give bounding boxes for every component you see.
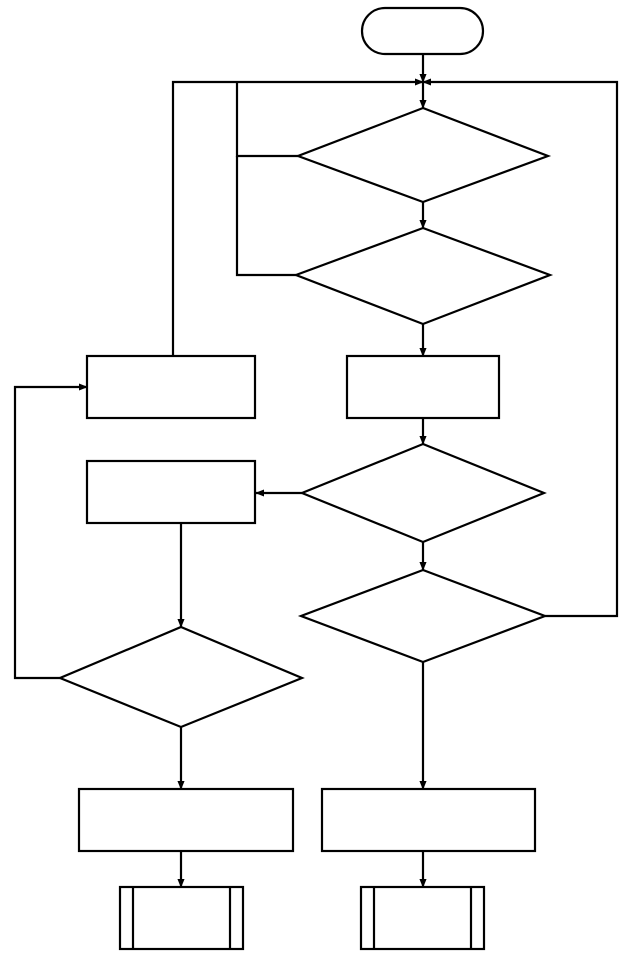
- process-left-2: [85, 459, 257, 525]
- decision-2: [292, 226, 554, 326]
- subprocess-right: [359, 885, 486, 951]
- process-right-1: [345, 354, 501, 420]
- decision-left: [57, 625, 305, 729]
- start-terminator: [360, 6, 485, 56]
- connector-decision-2-left-loop: [235, 156, 296, 277]
- connectors: [13, 54, 619, 888]
- connector-loop-left-process: [171, 78, 424, 356]
- process-left-1: [85, 354, 257, 420]
- process-right-2: [320, 787, 537, 853]
- decision-1: [294, 106, 552, 204]
- connector-decision-1-left-loop: [235, 82, 298, 158]
- decision-4: [297, 568, 549, 664]
- decision-3: [299, 442, 547, 544]
- process-left-3: [77, 787, 295, 853]
- nodes: [57, 6, 554, 951]
- connector-decision-left-loop: [13, 383, 88, 680]
- subprocess-left: [118, 885, 245, 951]
- connector-decision-4-loop-right: [422, 78, 619, 618]
